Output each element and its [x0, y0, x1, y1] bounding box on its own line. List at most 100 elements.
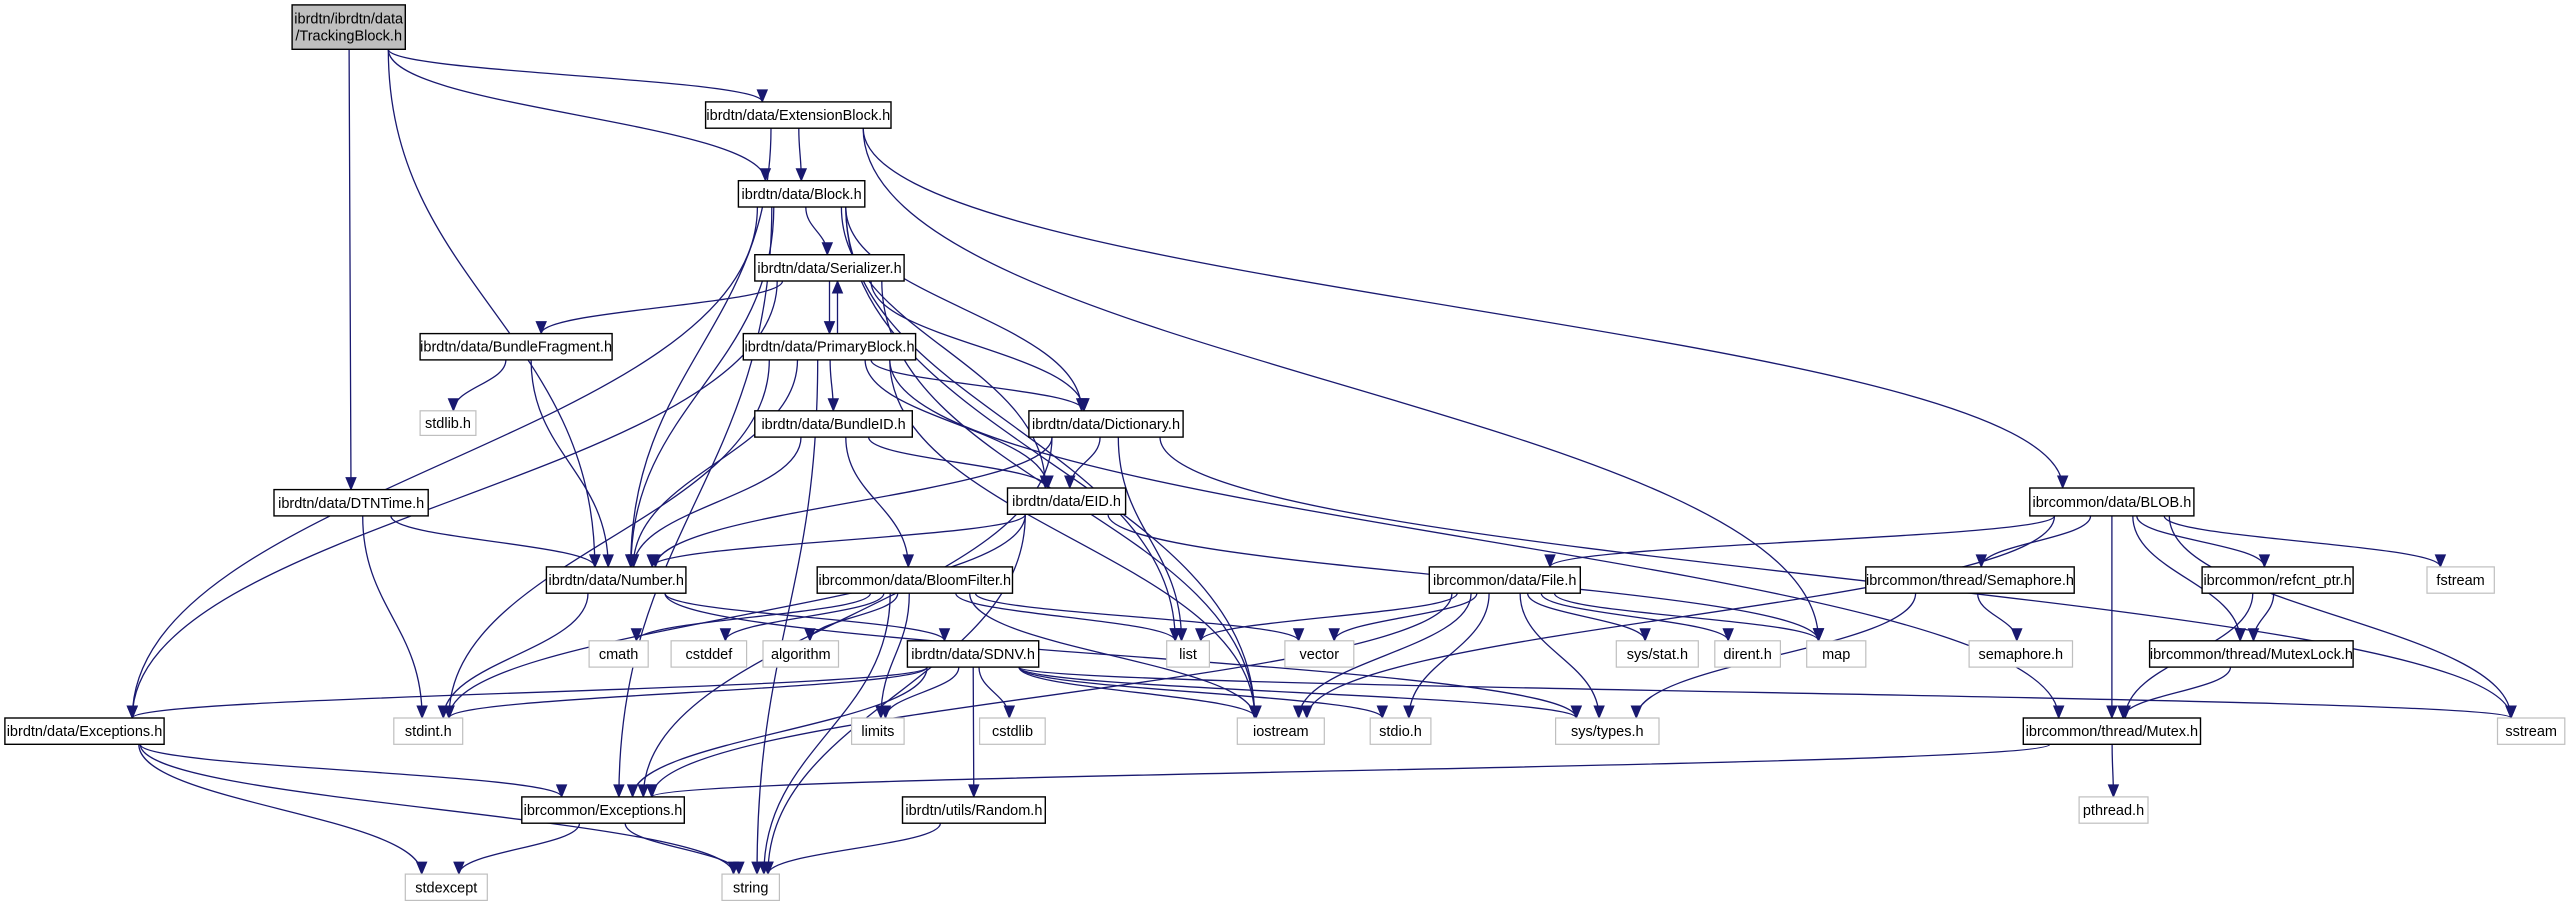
edge-file-to-sysstat — [1526, 593, 1646, 641]
arrowhead-dexceptions-to-cexceptions — [555, 784, 568, 799]
edge-sdnv-to-stdint — [448, 666, 928, 719]
node-primary[interactable]: ibrdtn/data/PrimaryBlock.h — [742, 332, 917, 361]
edge-cexceptions-to-string — [624, 823, 740, 875]
node-box-bundleid — [754, 410, 913, 438]
node-cexceptions[interactable]: ibrcommon/Exceptions.h — [521, 796, 685, 824]
arrowhead-semaphore-to-semaphoreh — [2011, 628, 2023, 643]
node-box-extblock — [704, 101, 892, 129]
node-dtntime[interactable]: ibrdtn/data/DTNTime.h — [273, 488, 429, 517]
edge-sdnv-to-cexceptions — [631, 667, 928, 797]
node-number[interactable]: ibrdtn/data/Number.h — [545, 566, 687, 594]
node-box-cexceptions — [521, 796, 685, 824]
node-label-sstream: sstream — [2505, 724, 2557, 740]
edge-tracking-to-extblock — [387, 48, 763, 103]
edge-bloom-to-cstddef — [724, 592, 885, 642]
arrowhead-primary-to-dictionary — [1078, 398, 1090, 413]
node-box-iostream — [1236, 717, 1325, 745]
edge-blob-to-fstream — [2163, 515, 2442, 568]
node-label-fstream: fstream — [2436, 573, 2484, 589]
node-box-number — [545, 566, 687, 594]
node-box-file — [1428, 566, 1582, 594]
arrowhead-sdnv-to-stdint — [443, 705, 455, 720]
edge-dictionary-to-list — [1117, 437, 1183, 641]
node-sdnv[interactable]: ibrdtn/data/SDNV.h — [906, 640, 1040, 668]
arrowhead-refcnt-to-mutexlock — [2247, 628, 2260, 643]
node-string: string — [721, 873, 781, 901]
edge-file-to-list — [1200, 592, 1458, 642]
node-box-bloom — [816, 566, 1014, 594]
edge-file-to-iostream — [1298, 593, 1472, 719]
arrowhead-file-to-list — [1195, 628, 1207, 643]
node-bundleid[interactable]: ibrdtn/data/BundleID.h — [754, 410, 913, 438]
arrowhead-bloom-to-list — [1169, 628, 1181, 643]
node-serializer[interactable]: ibrdtn/data/Serializer.h — [754, 253, 905, 282]
node-bloom[interactable]: ibrcommon/data/BloomFilter.h — [816, 566, 1014, 594]
node-label-extblock: ibrdtn/data/ExtensionBlock.h — [706, 108, 890, 124]
edge-serializer-to-dictionary — [870, 280, 1085, 411]
node-label-number: ibrdtn/data/Number.h — [548, 573, 683, 589]
node-box-systypes — [1554, 717, 1660, 745]
node-box-mutex — [2022, 717, 2202, 745]
edge-bloom-to-cmath — [635, 592, 872, 642]
node-list: list — [1166, 640, 1210, 668]
node-label-dtntime: ibrdtn/data/DTNTime.h — [278, 496, 424, 512]
edge-file-to-vector — [1333, 592, 1478, 642]
node-box-mutexlock — [2148, 640, 2354, 668]
edge-sdnv-to-cstdlib — [978, 667, 1010, 719]
node-semaphoreh: semaphore.h — [1968, 640, 2074, 668]
node-box-blob — [2029, 487, 2195, 517]
node-semaphore[interactable]: ibrcommon/thread/Semaphore.h — [1865, 566, 2075, 594]
arrowhead-blob-to-iostream — [1301, 705, 1313, 720]
arrowhead-sdnv-to-cexceptions — [626, 784, 639, 799]
edge-blob-to-sstream — [2168, 515, 2512, 719]
node-box-primary — [742, 332, 917, 361]
edge-eid-to-number — [651, 513, 1026, 568]
node-label-list: list — [1179, 647, 1197, 663]
edge-bloom-to-iostream — [969, 593, 1256, 719]
arrowhead-number-to-sdnv — [938, 628, 951, 643]
arrowhead-dtntime-to-stdint — [416, 705, 428, 720]
node-blob[interactable]: ibrcommon/data/BLOB.h — [2029, 487, 2195, 517]
edge-blob-to-refcnt — [2136, 515, 2266, 568]
node-label-refcnt: ibrcommon/refcnt_ptr.h — [2203, 573, 2351, 589]
node-cstddef: cstddef — [670, 640, 748, 668]
node-box-random — [901, 796, 1047, 824]
node-mutex[interactable]: ibrcommon/thread/Mutex.h — [2022, 717, 2202, 745]
node-box-stdlib — [419, 410, 477, 436]
node-box-cstddef — [670, 640, 748, 668]
edge-sdnv-to-iostream — [1018, 666, 1257, 719]
node-block[interactable]: ibrdtn/data/Block.h — [737, 179, 866, 208]
node-label-cstddef: cstddef — [686, 647, 734, 663]
node-bfrag[interactable]: ibrdtn/data/BundleFragment.h — [419, 332, 613, 361]
node-dexceptions[interactable]: ibrdtn/data/Exceptions.h — [4, 717, 165, 745]
arrowhead-sdnv-to-iostream — [1250, 705, 1262, 720]
edge-blob-to-mutexlock — [2132, 515, 2241, 641]
arrowhead-tracking-to-dtntime — [345, 477, 357, 491]
node-box-cstdlib — [978, 717, 1046, 745]
node-eid[interactable]: ibrdtn/data/EID.h — [1006, 487, 1127, 515]
arrowhead-sdnv-to-cstdlib — [1003, 705, 1016, 720]
edge-tracking-to-number — [387, 49, 596, 567]
node-mutexlock[interactable]: ibrcommon/thread/MutexLock.h — [2148, 640, 2354, 668]
edge-cexceptions-to-stdexcept — [458, 823, 581, 875]
edge-file-to-stdio — [1408, 593, 1490, 719]
node-label-iostream: iostream — [1253, 724, 1309, 740]
node-refcnt[interactable]: ibrcommon/refcnt_ptr.h — [2201, 566, 2354, 594]
node-label-semaphore: ibrcommon/thread/Semaphore.h — [1866, 573, 2074, 589]
node-random[interactable]: ibrdtn/utils/Random.h — [901, 796, 1047, 824]
node-label-block: ibrdtn/data/Block.h — [742, 187, 862, 203]
arrowhead-primary-to-string — [751, 861, 763, 876]
arrowhead-blob-to-sstream — [2505, 705, 2517, 720]
node-label-cstdlib: cstdlib — [992, 724, 1033, 740]
node-label-sysstat: sys/stat.h — [1627, 647, 1688, 663]
node-label-sdnv: ibrdtn/data/SDNV.h — [911, 647, 1035, 663]
node-tracking[interactable]: ibrdtn/ibrdtn/data/TrackingBlock.h — [291, 4, 407, 51]
node-box-dictionary — [1028, 410, 1184, 438]
arrowhead-semaphore-to-systypes — [1630, 705, 1643, 720]
node-box-pthread — [2078, 796, 2149, 824]
node-extblock[interactable]: ibrdtn/data/ExtensionBlock.h — [704, 101, 892, 129]
node-stdio: stdio.h — [1369, 717, 1432, 745]
node-file[interactable]: ibrcommon/data/File.h — [1428, 566, 1582, 594]
arrowhead-block-to-cexceptions — [613, 784, 625, 799]
node-dictionary[interactable]: ibrdtn/data/Dictionary.h — [1028, 410, 1184, 438]
